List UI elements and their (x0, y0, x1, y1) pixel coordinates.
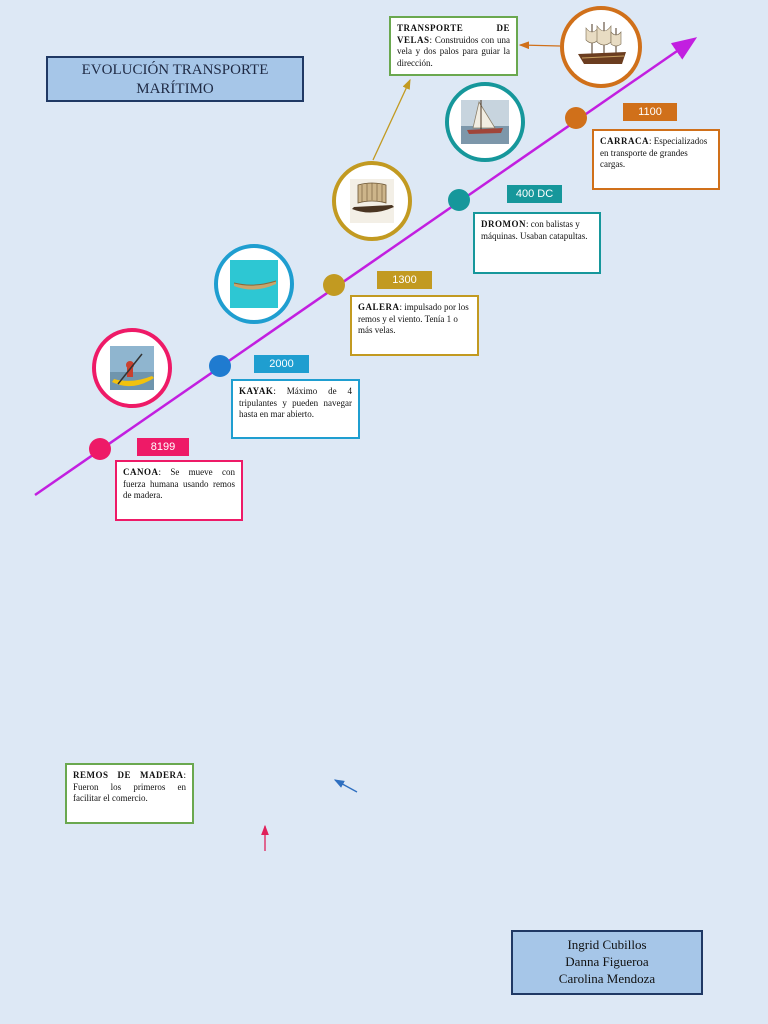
author-3: Carolina Mendoza (558, 971, 656, 986)
stage-text-kayak: : Máximo de 4 tripulantes y pueden naveg… (239, 386, 352, 419)
desc-box-remos: REMOS DE MADERA: Fueron los primeros en … (65, 763, 194, 824)
carrack-ship-icon (560, 6, 642, 88)
timeline-dot-canoa (89, 438, 111, 460)
small-blue-arrow (333, 779, 358, 793)
stage-name-carraca: CARRACA (600, 136, 649, 146)
kayak-rower-icon (92, 328, 172, 408)
stage-name-kayak: KAYAK (239, 386, 274, 396)
year-label-kayak: 2000 (254, 355, 309, 373)
stage-name-canoa: CANOA (123, 467, 159, 477)
year-label-canoa: 8199 (137, 438, 189, 456)
stage-text-dromon: : con balistas y máquinas. Usaban catapu… (481, 219, 588, 241)
connector-arrow-velas (372, 78, 411, 161)
remos-name: REMOS DE MADERA (73, 770, 184, 780)
wooden-canoe-icon (214, 244, 294, 324)
desc-box-carraca: CARRACA: Especializados en transporte de… (592, 129, 720, 190)
stage-text-carraca: : Especializados en transporte de grande… (600, 136, 708, 169)
year-label-carraca: 1100 (623, 103, 677, 121)
stage-text-galera: : impulsado por los remos y el viento. T… (358, 302, 469, 335)
velas-name: TRANSPORTE DE VELAS (397, 23, 510, 45)
timeline-dot-galera (323, 274, 345, 296)
year-label-galera: 1300 (377, 271, 432, 289)
stage-text-canoa: : Se mueve con fuerza humana usando remo… (123, 467, 235, 500)
galley-ship-icon (332, 161, 412, 241)
title-line-2: MARÍTIMO (136, 81, 214, 97)
sail-boat-icon (445, 82, 525, 162)
connector-arrow-carrack (518, 41, 561, 50)
desc-box-canoa: CANOA: Se mueve con fuerza humana usando… (115, 460, 243, 521)
title-line-1: EVOLUCIÓN TRANSPORTE (81, 62, 269, 78)
timeline-dot-carraca (565, 107, 587, 129)
page-title: EVOLUCIÓN TRANSPORTE MARÍTIMO (46, 56, 304, 102)
desc-box-galera: GALERA: impulsado por los remos y el vie… (350, 295, 479, 356)
stage-name-dromon: DROMON (481, 219, 526, 229)
timeline-dot-dromon (448, 189, 470, 211)
stage-name-galera: GALERA (358, 302, 400, 312)
year-label-dromon: 400 DC (507, 185, 562, 203)
author-2: Danna Figueroa (565, 954, 649, 969)
desc-box-dromon: DROMON: con balistas y máquinas. Usaban … (473, 212, 601, 274)
desc-box-velas: TRANSPORTE DE VELAS: Construidos con una… (389, 16, 518, 76)
desc-box-kayak: KAYAK: Máximo de 4 tripulantes y pueden … (231, 379, 360, 439)
timeline-dot-kayak (209, 355, 231, 377)
remos-text: : Fueron los primeros en facilitar el co… (73, 770, 186, 803)
velas-text: : Construidos con una vela y dos palos p… (397, 34, 510, 68)
authors-box: Ingrid Cubillos Danna Figueroa Carolina … (511, 930, 703, 995)
author-1: Ingrid Cubillos (567, 937, 647, 952)
